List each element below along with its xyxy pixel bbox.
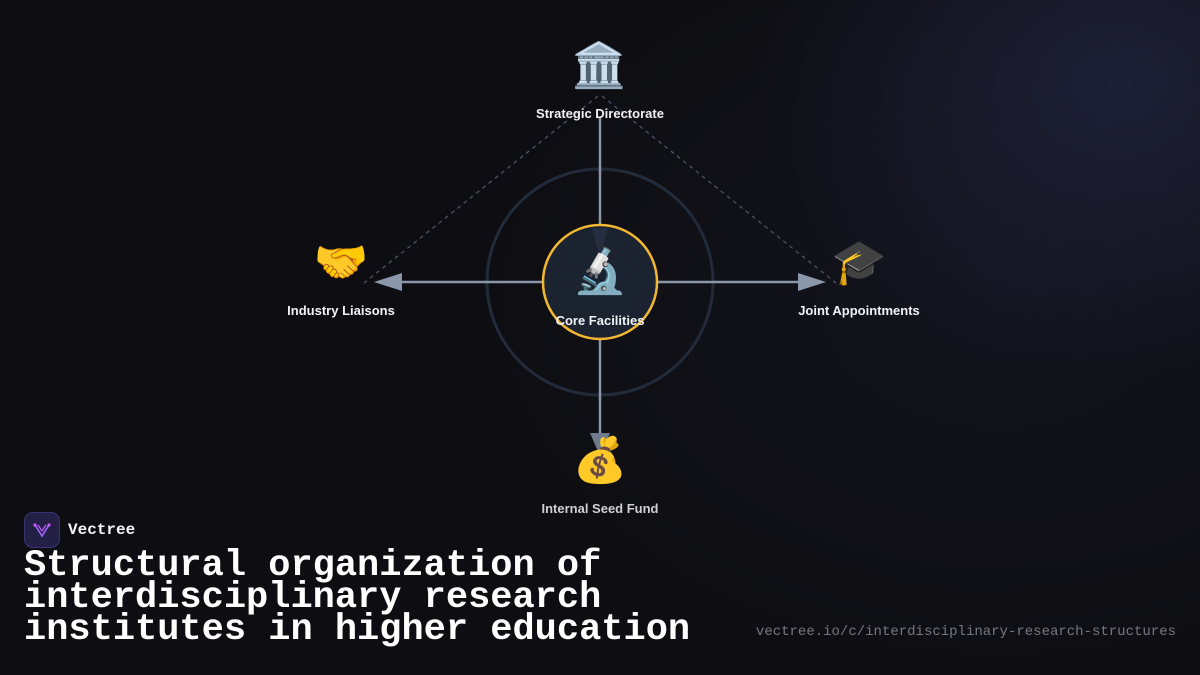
center-node-circle — [541, 223, 659, 341]
arrowhead-right — [798, 273, 826, 291]
page-title: Structural organization of interdiscipli… — [24, 545, 691, 651]
graduation-cap-icon: 🎓 — [831, 237, 887, 288]
source-url[interactable]: vectree.io/c/interdisciplinary-research-… — [755, 624, 1176, 640]
dashed-link-top-right — [601, 95, 837, 284]
arrowhead-left — [374, 273, 402, 291]
center-node-label: Core Facilities — [555, 313, 645, 328]
dashed-link-top-left — [363, 95, 599, 284]
node-label-strategic-directorate: Strategic Directorate — [536, 106, 664, 121]
arrowhead-bottom — [590, 433, 610, 456]
center-node-highlight — [592, 228, 608, 258]
node-label-joint-appointments: Joint Appointments — [798, 303, 920, 318]
node-label-industry-liaisons: Industry Liaisons — [287, 303, 395, 318]
microscope-icon: 🔬 — [572, 246, 628, 297]
brand: Vectree — [24, 512, 135, 548]
node-label-internal-seed-fund: Internal Seed Fund — [541, 501, 659, 516]
money-bag-icon: 💰 — [572, 435, 628, 486]
brand-name: Vectree — [68, 521, 136, 539]
classical-building-icon: 🏛️ — [571, 40, 627, 91]
vectree-logo-icon — [24, 512, 60, 548]
handshake-icon: 🤝 — [313, 237, 369, 288]
